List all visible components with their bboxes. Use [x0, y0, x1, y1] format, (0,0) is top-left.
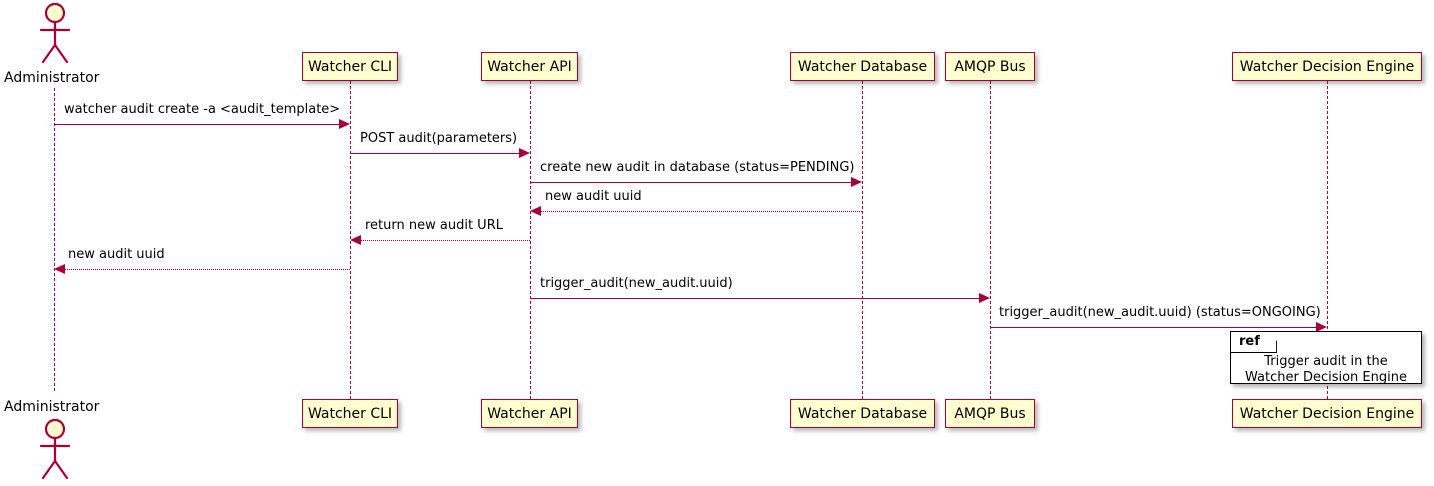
message-arrowhead-1: [339, 119, 350, 129]
lifeline-amqp: [990, 81, 991, 399]
message-label-3: create new audit in database (status=PEN…: [540, 160, 855, 175]
message-line-1: [54, 124, 339, 125]
participant-watcher-cli-top[interactable]: Watcher CLI: [302, 52, 398, 81]
actor-label-bottom: Administrator: [4, 399, 100, 415]
message-arrowhead-5: [350, 235, 361, 245]
participant-label: AMQP Bus: [954, 58, 1026, 75]
participant-label: Watcher API: [487, 405, 572, 422]
participant-label: Watcher CLI: [307, 58, 393, 75]
message-arrowhead-3: [851, 177, 862, 187]
stick-figure-icon: [39, 2, 71, 64]
message-line-7: [530, 298, 979, 299]
message-label-8: trigger_audit(new_audit.uuid) (status=ON…: [999, 305, 1321, 320]
lifeline-db: [862, 81, 863, 399]
participant-label: AMQP Bus: [954, 405, 1026, 422]
message-label-1: watcher audit create -a <audit_template>: [64, 102, 341, 117]
ref-fragment-line-1: Trigger audit in the: [1264, 354, 1388, 369]
message-line-8: [990, 327, 1316, 328]
participant-label: Watcher Database: [797, 405, 928, 422]
participant-watcher-decision-engine-bottom[interactable]: Watcher Decision Engine: [1232, 399, 1422, 428]
lifeline-actor: [54, 88, 55, 391]
message-arrowhead-4: [530, 206, 541, 216]
message-label-4: new audit uuid: [545, 189, 642, 204]
ref-fragment-body: Trigger audit in the Watcher Decision En…: [1231, 354, 1421, 386]
stick-figure-icon: [39, 418, 71, 480]
participant-label: Watcher Decision Engine: [1239, 405, 1415, 422]
message-arrowhead-7: [979, 293, 990, 303]
message-label-6: new audit uuid: [68, 247, 165, 262]
participant-watcher-database-top[interactable]: Watcher Database: [790, 52, 935, 81]
ref-fragment-line-2: Watcher Decision Engine: [1245, 370, 1407, 385]
actor-figure-bottom: [30, 418, 80, 480]
actor-label-top: Administrator: [4, 70, 100, 86]
message-line-3: [530, 182, 851, 183]
participant-label: Watcher Database: [797, 58, 928, 75]
message-arrowhead-6: [54, 264, 65, 274]
message-label-5: return new audit URL: [365, 218, 503, 233]
lifeline-api: [530, 81, 531, 399]
actor-figure-top: [30, 2, 80, 64]
message-label-2: POST audit(parameters): [360, 131, 518, 146]
lifeline-engine: [1327, 81, 1328, 399]
participant-amqp-bus-bottom[interactable]: AMQP Bus: [945, 399, 1035, 428]
message-line-4: [541, 211, 862, 212]
participant-watcher-database-bottom[interactable]: Watcher Database: [790, 399, 935, 428]
participant-label: Watcher Decision Engine: [1239, 58, 1415, 75]
participant-watcher-cli-bottom[interactable]: Watcher CLI: [302, 399, 398, 428]
message-label-7: trigger_audit(new_audit.uuid): [540, 276, 733, 291]
message-arrowhead-8: [1316, 322, 1327, 332]
message-arrowhead-2: [519, 148, 530, 158]
message-line-5: [361, 240, 530, 241]
participant-label: Watcher CLI: [307, 405, 393, 422]
participant-watcher-api-bottom[interactable]: Watcher API: [481, 399, 578, 428]
ref-fragment-keyword: ref: [1231, 332, 1277, 353]
participant-watcher-api-top[interactable]: Watcher API: [481, 52, 578, 81]
ref-fragment[interactable]: ref Trigger audit in the Watcher Decisio…: [1230, 331, 1422, 386]
participant-label: Watcher API: [487, 58, 572, 75]
participant-watcher-decision-engine-top[interactable]: Watcher Decision Engine: [1232, 52, 1422, 81]
message-line-6: [65, 269, 350, 270]
participant-amqp-bus-top[interactable]: AMQP Bus: [945, 52, 1035, 81]
message-line-2: [350, 153, 519, 154]
